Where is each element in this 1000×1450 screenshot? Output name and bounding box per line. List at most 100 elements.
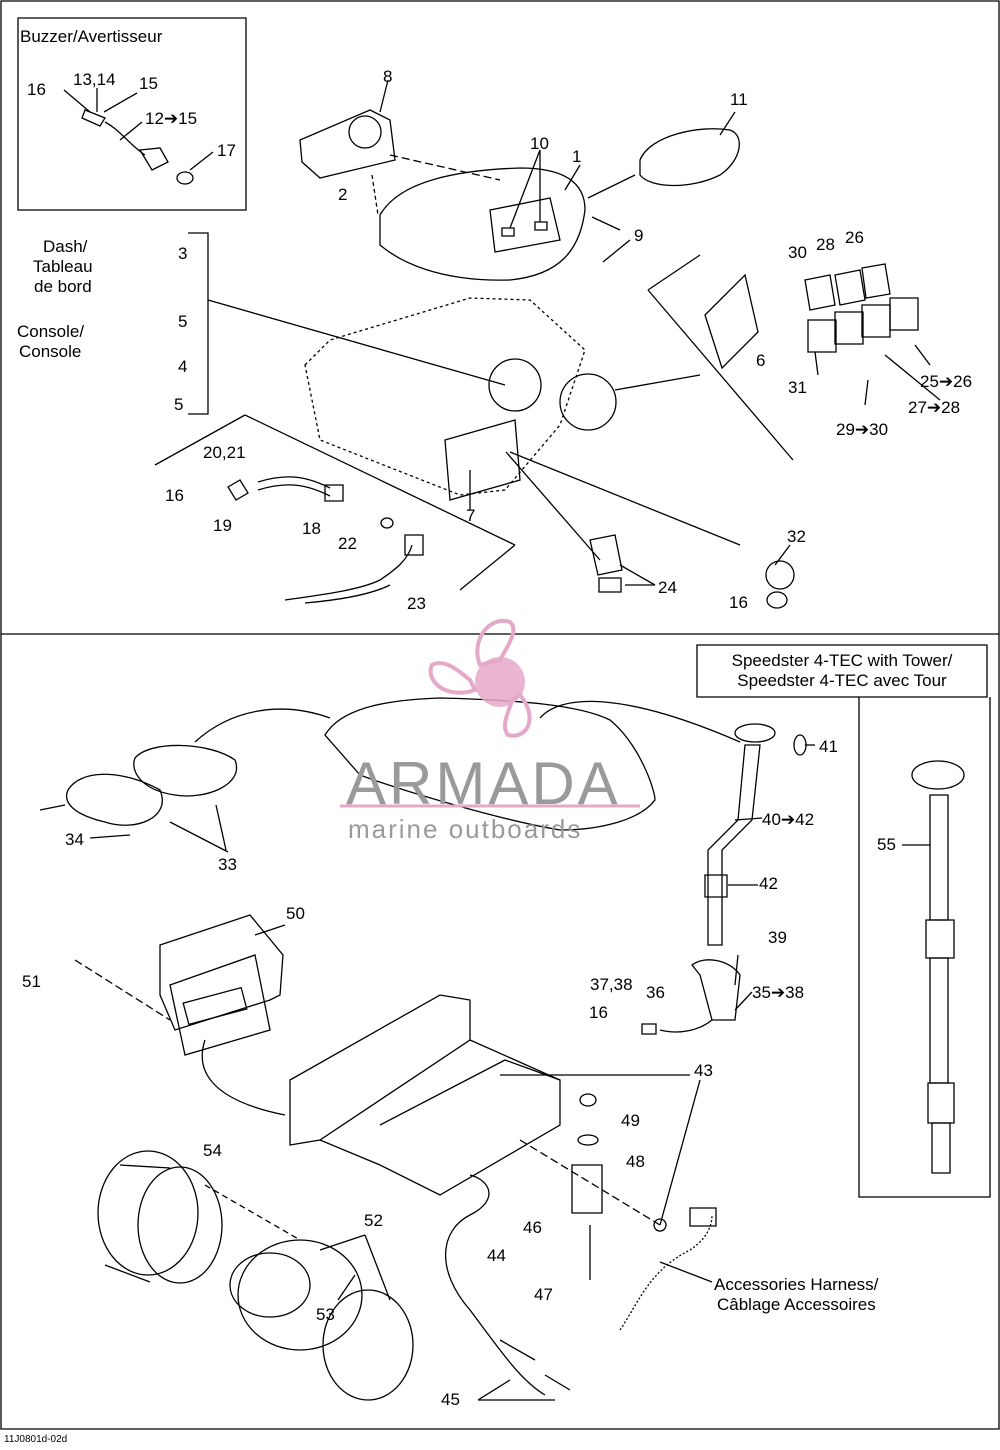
callout: 17 (217, 141, 236, 160)
callout: 28 (816, 235, 835, 254)
speaker-enclosure (98, 1151, 198, 1275)
callout: 46 (523, 1218, 542, 1237)
callout: 9 (634, 226, 644, 245)
callout: 48 (626, 1152, 645, 1171)
figure-code: 11J0801d-02d (4, 1434, 68, 1445)
grommet-34 (67, 774, 163, 825)
console-label-2: Console (19, 342, 82, 361)
callout: 45 (441, 1390, 460, 1409)
cover-11 (640, 129, 739, 186)
panel-7 (445, 420, 520, 500)
tower-cap (735, 724, 775, 742)
callout: 44 (487, 1246, 506, 1265)
callout: 33 (218, 855, 237, 874)
callout: 39 (768, 928, 787, 947)
console-body (305, 298, 585, 495)
callout: 6 (756, 351, 766, 370)
callout: 23 (407, 594, 426, 613)
gauge-cluster (300, 110, 395, 178)
lanyard-23 (405, 535, 423, 555)
callout: 52 (364, 1211, 383, 1230)
callout: 12➔15 (145, 109, 198, 128)
dash-label-2: Tableau (33, 257, 93, 276)
callout: 34 (65, 830, 84, 849)
buzzer-body (140, 148, 168, 170)
callout: 49 (621, 1111, 640, 1130)
callout: 1 (572, 147, 582, 166)
callout: 19 (213, 516, 232, 535)
callout: 41 (819, 737, 838, 756)
callout: 18 (302, 519, 321, 538)
callout: 22 (338, 534, 357, 553)
watermark-logo (431, 621, 530, 736)
speedster-box-title-line1: Speedster 4-TEC with Tower/ (731, 651, 953, 670)
callout: 16 (589, 1003, 608, 1022)
callout: 13,14 (73, 70, 116, 89)
callout: 20,21 (203, 443, 246, 462)
speedster-box-frame (859, 697, 990, 1197)
callout: 16 (27, 80, 46, 99)
buzzer-connector (82, 110, 105, 126)
watermark-title: ARMADA (346, 750, 621, 817)
radio-faceplate (290, 995, 470, 1145)
accessories-label-2: Câblage Accessoires (717, 1295, 876, 1314)
bulb-41 (794, 735, 806, 755)
callout: 55 (877, 835, 896, 854)
callout: 16 (729, 593, 748, 612)
callout: 54 (203, 1141, 222, 1160)
dash-label-1: Dash/ (43, 237, 88, 256)
socket-32 (766, 561, 794, 589)
callout: 15 (139, 74, 158, 93)
callout: 36 (646, 983, 665, 1002)
callout: 27➔28 (908, 398, 961, 417)
callout: 26 (845, 228, 864, 247)
dash-label-3: de bord (34, 277, 92, 296)
callout: 37,38 (590, 975, 633, 994)
console-label-1: Console/ (17, 322, 85, 341)
speaker-driver (238, 1240, 362, 1350)
callout: 4 (178, 357, 188, 376)
dash-bracket (188, 233, 208, 414)
speedster-box-title-line2: Speedster 4-TEC avec Tour (737, 671, 947, 690)
callout: 29➔30 (836, 420, 889, 439)
hull (325, 698, 655, 830)
callout: 53 (316, 1305, 335, 1324)
callout: 16 (165, 486, 184, 505)
callout: 2 (338, 185, 348, 204)
speedster-box-title-frame (697, 645, 987, 697)
callout: 40➔42 (762, 810, 815, 829)
callout: 11 (730, 90, 748, 109)
radio-housing (160, 915, 283, 1030)
callout: 10 (530, 134, 549, 153)
callout: 7 (466, 506, 476, 525)
buzzer-box-frame (18, 18, 246, 210)
accessories-label-1: Accessories Harness/ (714, 1275, 879, 1294)
buzzer-ring (177, 172, 193, 184)
callout: 24 (658, 578, 677, 597)
switch-housing (705, 275, 758, 368)
callout: 30 (788, 243, 807, 262)
start-stop-button (590, 535, 622, 575)
callout: 3 (178, 244, 188, 263)
callout: 5 (178, 312, 188, 331)
dash-cover (380, 168, 585, 280)
callout: 35➔38 (752, 983, 805, 1002)
callout: 42 (759, 874, 778, 893)
speaker-grille (323, 1290, 413, 1400)
callout: 5 (174, 395, 184, 414)
buzzer-box-title: Buzzer/Avertisseur (20, 27, 163, 46)
callout: 32 (787, 527, 806, 546)
bracket-46 (572, 1165, 602, 1213)
grommet-33 (134, 745, 237, 795)
tower-light (912, 761, 964, 789)
callout: 31 (788, 378, 807, 397)
callout: 25➔26 (920, 372, 973, 391)
callout: 43 (694, 1061, 713, 1080)
connector-19 (228, 480, 248, 500)
watermark-subtitle: marine outboards (348, 814, 583, 844)
callout: 50 (286, 904, 305, 923)
callout: 51 (22, 972, 41, 991)
